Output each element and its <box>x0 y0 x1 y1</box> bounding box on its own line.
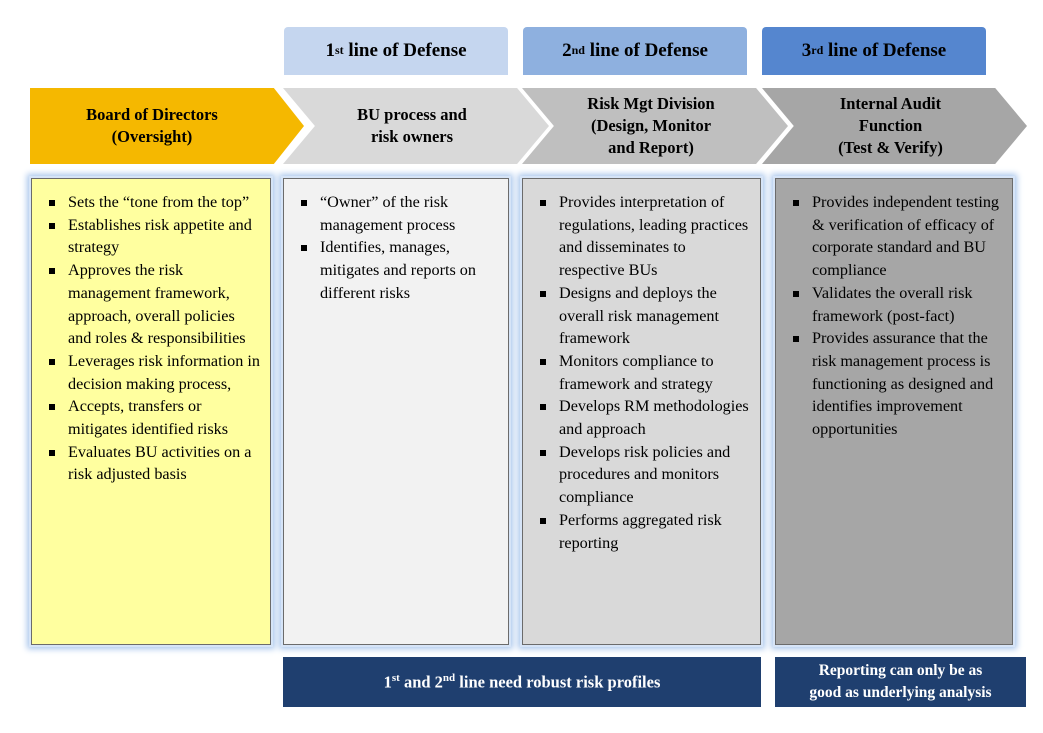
tab-label: line of Defense <box>584 40 708 61</box>
list-item: Provides assurance that the risk managem… <box>790 327 1002 441</box>
tab-ordinal-suffix: rd <box>811 42 824 57</box>
chevron-line: Function <box>858 116 923 135</box>
list-item: Develops RM methodologies and approach <box>537 395 750 440</box>
banner-text: line need robust risk profiles <box>455 672 661 692</box>
risk-mgt-responsibilities-box: Provides interpretation of regulations, … <box>522 178 761 645</box>
list-item: Identifies, manages, mitigates and repor… <box>298 236 498 304</box>
tab-ordinal-suffix: st <box>334 42 344 57</box>
tab-ordinal-suffix: nd <box>571 42 585 57</box>
chevron-line: and Report) <box>608 138 694 157</box>
tab-label: line of Defense <box>343 40 467 61</box>
tab-number: 1 <box>325 40 335 61</box>
list-item: Develops risk policies and procedures an… <box>537 441 750 509</box>
board-responsibilities-box: Sets the “tone from the top” Establishes… <box>31 178 271 645</box>
bu-responsibilities-box: “Owner” of the risk management process I… <box>283 178 509 645</box>
list-item: Performs aggregated risk reporting <box>537 509 750 554</box>
list-item: “Owner” of the risk management process <box>298 191 498 236</box>
internal-audit-responsibilities-box: Provides independent testing & verificat… <box>775 178 1013 645</box>
banner-text: and <box>399 672 435 692</box>
tab-number: 2 <box>562 40 572 61</box>
list-item: Leverages risk information in decision m… <box>46 350 260 395</box>
chevron-line: (Design, Monitor <box>590 116 712 135</box>
chevron-line: (Oversight) <box>111 127 193 146</box>
chevron-board-of-directors: Board of Directors (Oversight) <box>30 88 304 164</box>
responsibility-list: Provides interpretation of regulations, … <box>537 191 750 554</box>
chevron-line: (Test & Verify) <box>838 138 943 157</box>
banner-number: 2 <box>434 672 443 692</box>
banner-number: 1 <box>383 672 392 692</box>
chevron-line: Board of Directors <box>86 105 218 124</box>
list-item: Designs and deploys the overall risk man… <box>537 282 750 350</box>
banner-line: Reporting can only be as <box>818 662 983 679</box>
list-item: Approves the risk management framework, … <box>46 259 260 350</box>
banner-ordinal-suffix: st <box>391 671 400 684</box>
banner-ordinal-suffix: nd <box>442 671 456 684</box>
list-item: Evaluates BU activities on a risk adjust… <box>46 441 260 486</box>
tab-number: 3 <box>801 40 812 61</box>
responsibility-list: Sets the “tone from the top” Establishes… <box>46 191 260 486</box>
list-item: Validates the overall risk framework (po… <box>790 282 1002 327</box>
list-item: Accepts, transfers or mitigates identifi… <box>46 395 260 440</box>
chevron-bu-process: BU process and risk owners <box>283 88 549 164</box>
risk-profiles-banner: 1st and 2nd line need robust risk profil… <box>283 657 761 707</box>
chevron-line: risk owners <box>370 127 454 146</box>
tab-label: line of Defense <box>823 40 947 61</box>
list-item: Monitors compliance to framework and str… <box>537 350 750 395</box>
chevron-line: Internal Audit <box>839 94 942 113</box>
responsibility-list: “Owner” of the risk management process I… <box>298 191 498 305</box>
list-item: Provides interpretation of regulations, … <box>537 191 750 282</box>
chevron-line: BU process and <box>357 105 467 124</box>
banner-line: good as underlying analysis <box>809 684 992 701</box>
chevron-risk-mgt-division: Risk Mgt Division (Design, Monitor and Rep… <box>522 88 788 164</box>
responsibility-list: Provides independent testing & verificat… <box>790 191 1002 441</box>
chevron-line: Risk Mgt Division <box>587 94 715 113</box>
list-item: Provides independent testing & verificat… <box>790 191 1002 282</box>
list-item: Establishes risk appetite and strategy <box>46 214 260 259</box>
reporting-quality-banner: Reporting can only be as good as underly… <box>775 657 1026 707</box>
list-item: Sets the “tone from the top” <box>46 191 260 214</box>
